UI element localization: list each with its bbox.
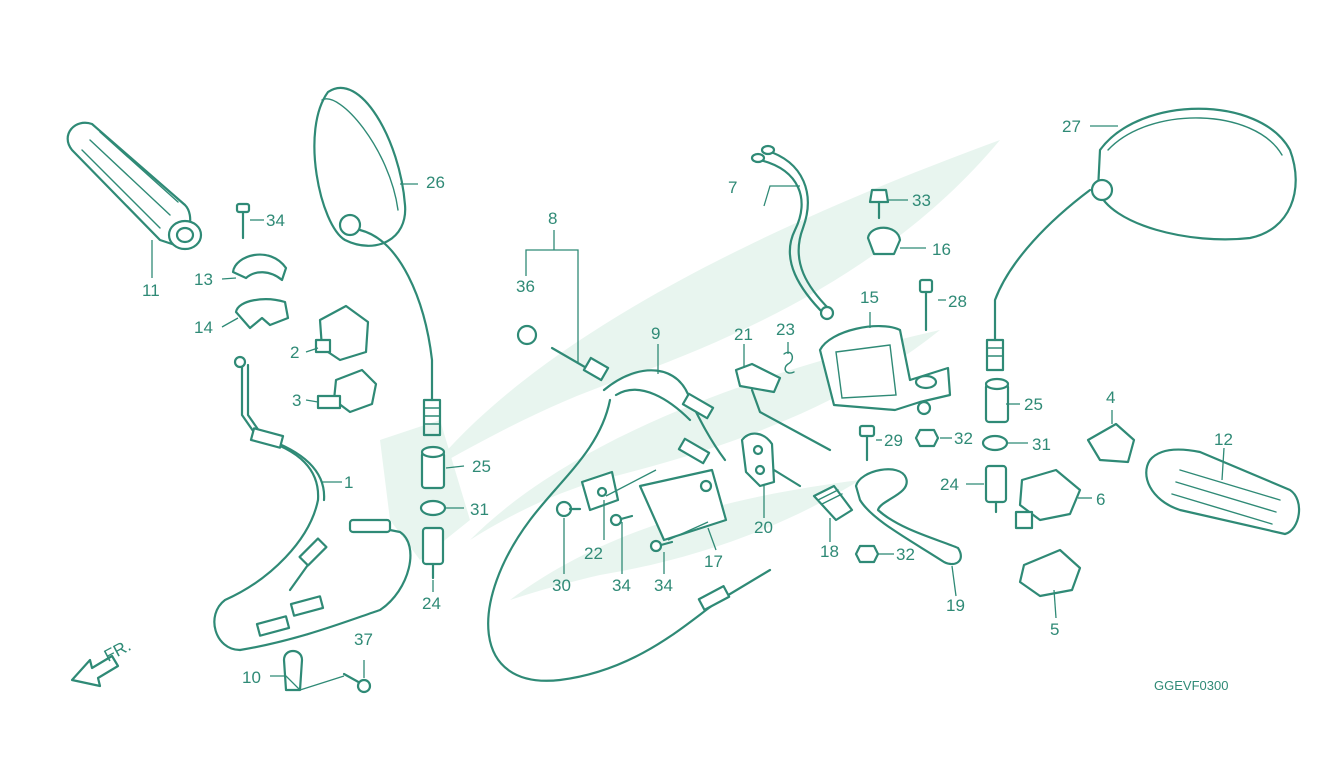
callout-18: 18 [820, 542, 839, 561]
callout-10: 10 [242, 668, 261, 687]
callout-32b: 32 [896, 545, 915, 564]
screw-34b [649, 539, 674, 553]
callout-13: 13 [194, 270, 213, 289]
callout-5: 5 [1050, 620, 1059, 639]
grip-left [66, 121, 203, 251]
callout-22: 22 [584, 544, 603, 563]
bracket-20 [740, 432, 802, 488]
throttle-holder-lower [234, 298, 290, 330]
switch-6 [1014, 468, 1082, 530]
callout-25-right: 25 [1024, 395, 1043, 414]
screw-30 [555, 500, 582, 518]
callout-16: 16 [932, 240, 951, 259]
callout-33: 33 [912, 191, 931, 210]
nut-right [981, 434, 1009, 452]
pivot-bolt-18 [812, 484, 854, 522]
callout-17: 17 [704, 552, 723, 571]
callout-11: 11 [142, 281, 160, 300]
callout-25-left: 25 [472, 457, 491, 476]
adaptor-bolt-left [421, 526, 445, 580]
bolt-33 [868, 188, 890, 220]
callout-28: 28 [948, 292, 967, 311]
callout-2: 2 [290, 343, 299, 362]
cable-clamp [282, 649, 304, 692]
callout-3: 3 [292, 391, 301, 410]
callout-23: 23 [776, 320, 795, 339]
callout-35: 34 [266, 211, 285, 230]
callout-31-right: 31 [1032, 435, 1051, 454]
callout-6: 6 [1096, 490, 1105, 509]
callout-21: 21 [734, 325, 753, 344]
callout-36: 36 [516, 277, 535, 296]
mirror-left [313, 86, 442, 437]
throttle-cable [213, 355, 412, 652]
switch-wire-7 [750, 144, 835, 321]
callout-8: 8 [548, 209, 557, 228]
callout-9: 9 [651, 324, 660, 343]
master-cylinder-15 [818, 325, 952, 416]
switch-5 [1018, 548, 1082, 598]
callout-30: 30 [552, 576, 571, 595]
switch-21 [734, 362, 832, 452]
front-direction-arrow [70, 654, 120, 688]
adaptor-right [984, 377, 1010, 424]
callout-34b: 34 [654, 576, 673, 595]
switch-4 [1086, 422, 1136, 464]
callout-4: 4 [1106, 388, 1115, 407]
callout-labels: 11 34 13 14 2 3 1 10 37 FR. 26 25 31 24 … [101, 117, 1233, 693]
screw-34a [609, 513, 634, 527]
plate-17 [638, 468, 728, 542]
clutch-cable-end [550, 346, 610, 382]
plate-22 [580, 470, 620, 512]
callout-31-left: 31 [470, 500, 489, 519]
wing-watermark [380, 140, 1000, 600]
callout-15: 15 [860, 288, 879, 307]
callout-24-left: 24 [422, 594, 441, 613]
clamp-16 [866, 226, 902, 256]
mirror-right [985, 107, 1297, 372]
callout-37: 37 [354, 630, 373, 649]
callout-34a: 34 [612, 576, 631, 595]
adaptor-bolt-right [984, 464, 1008, 514]
throttle-holder-upper [231, 253, 288, 282]
nut-32a [914, 428, 940, 448]
callout-24-right: 24 [940, 475, 959, 494]
callout-19: 19 [946, 596, 965, 615]
switch-2 [314, 304, 370, 362]
callout-1: 1 [344, 473, 353, 492]
adaptor-left [420, 445, 446, 490]
diagram-code: GGEVF0300 [1154, 678, 1228, 693]
callout-12: 12 [1214, 430, 1233, 449]
callout-27: 27 [1062, 117, 1081, 136]
callout-32a: 32 [954, 429, 973, 448]
nut-left [419, 499, 447, 517]
bolt-37 [342, 672, 372, 694]
screw-29 [858, 424, 876, 462]
brake-lever-19 [854, 468, 962, 566]
callout-20: 20 [754, 518, 773, 537]
bolt-28 [918, 278, 934, 332]
callout-14: 14 [194, 318, 213, 337]
nut-32b [854, 544, 880, 564]
clutch-cable [487, 369, 772, 682]
switch-3 [316, 368, 378, 414]
grip-right [1145, 448, 1301, 536]
screw-35 [235, 202, 251, 240]
spring-23 [783, 351, 795, 374]
callout-29: 29 [884, 431, 903, 450]
collar-36 [516, 324, 538, 346]
callout-26: 26 [426, 173, 445, 192]
callout-7: 7 [728, 178, 737, 197]
leader-lines [151, 125, 1225, 691]
